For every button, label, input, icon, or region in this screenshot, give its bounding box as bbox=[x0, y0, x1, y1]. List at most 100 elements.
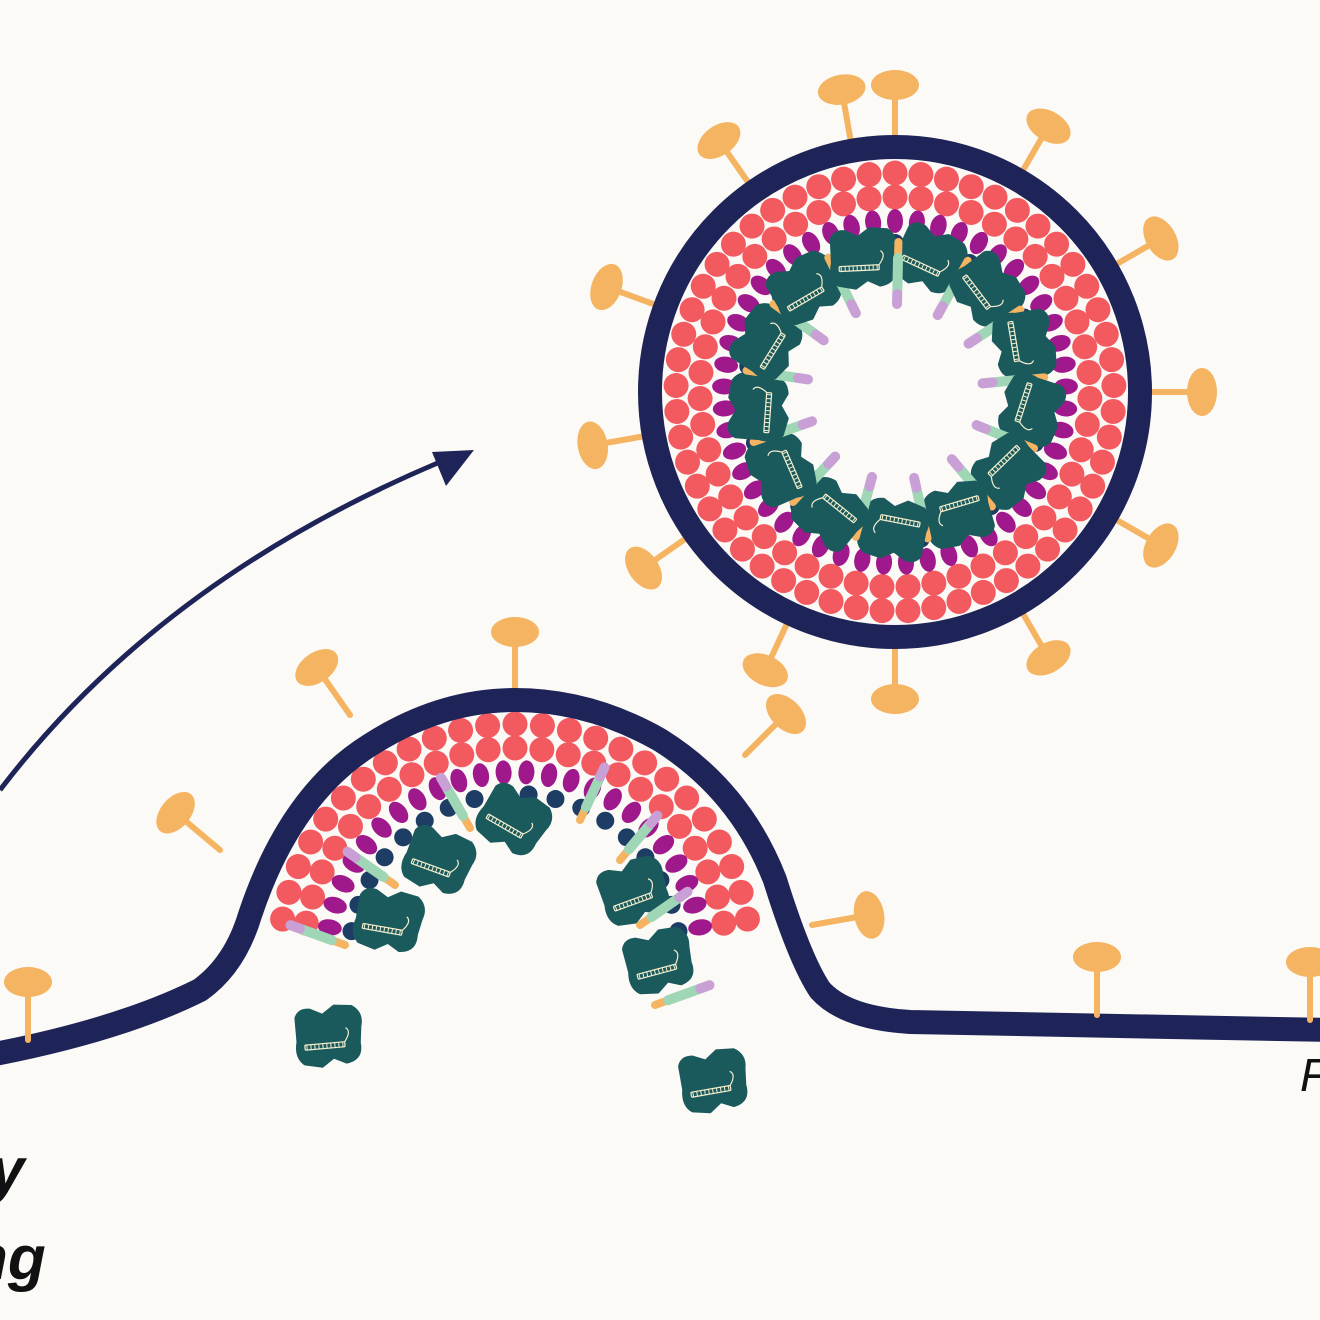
outer-layer-bead bbox=[690, 273, 716, 299]
ribosome-complex-icon bbox=[827, 225, 900, 292]
linker-segment bbox=[645, 810, 663, 829]
inner-layer-bead bbox=[388, 801, 409, 824]
inner-layer-bead bbox=[960, 534, 979, 558]
outer-layer-bead bbox=[700, 309, 726, 335]
outer-layer-bead bbox=[760, 197, 786, 223]
inner-layer-bead bbox=[518, 760, 535, 785]
inner-layer-bead bbox=[727, 314, 751, 332]
outer-layer-bead bbox=[1074, 273, 1100, 299]
outer-layer-bead bbox=[421, 725, 447, 751]
inner-layer-bead bbox=[1030, 294, 1053, 313]
linker-segment bbox=[846, 299, 861, 319]
outer-layer-bead bbox=[687, 386, 713, 412]
outer-layer-bead bbox=[1101, 373, 1127, 399]
outer-layer-bead bbox=[843, 570, 869, 596]
outer-layer-bead bbox=[449, 742, 475, 768]
outer-layer-bead bbox=[1059, 461, 1085, 487]
linker-segment bbox=[793, 372, 813, 385]
inner-layer-bead bbox=[675, 875, 699, 893]
outer-layer-bead bbox=[1072, 334, 1098, 360]
linker-segment bbox=[663, 984, 704, 1006]
inner-layer-bead bbox=[621, 801, 642, 824]
outer-layer-bead bbox=[555, 742, 581, 768]
inner-layer-bead bbox=[450, 768, 468, 793]
spike-protein-icon bbox=[1286, 947, 1320, 1020]
outer-layer-bead bbox=[300, 884, 326, 910]
outer-layer-bead bbox=[725, 263, 751, 289]
linker-segment bbox=[580, 773, 605, 813]
ribosome-complex-icon bbox=[724, 370, 793, 444]
inner-layer-bead bbox=[1003, 258, 1025, 280]
spike-protein-icon bbox=[288, 641, 369, 728]
outer-layer-bead bbox=[718, 484, 744, 510]
inner-layer-bead bbox=[774, 511, 795, 533]
outer-layer-bead bbox=[399, 762, 425, 788]
outer-layer-bead bbox=[502, 735, 528, 761]
outer-layer-bead bbox=[970, 553, 996, 579]
outer-layer-bead bbox=[675, 449, 701, 475]
inner-layer-bead bbox=[683, 896, 707, 914]
outer-layer-bead bbox=[882, 160, 908, 186]
linker-segment bbox=[623, 819, 655, 855]
outer-layer-bead bbox=[704, 884, 730, 910]
linker-segment bbox=[963, 333, 982, 349]
linker-segment bbox=[823, 451, 841, 469]
outer-layer-bead bbox=[751, 524, 777, 550]
label-left-line-1: y bbox=[0, 1140, 24, 1202]
inner-layer-bead bbox=[355, 835, 378, 855]
outer-layer-bead bbox=[1060, 251, 1086, 277]
outer-layer-bead bbox=[921, 570, 947, 596]
outer-layer-bead bbox=[674, 785, 700, 811]
outer-layer-bead bbox=[692, 334, 718, 360]
inner-layer-bead bbox=[969, 231, 989, 255]
linker-segment bbox=[285, 920, 305, 934]
inner-layer-bead bbox=[652, 835, 675, 855]
outer-layer-bead bbox=[982, 184, 1008, 210]
inner-layer-bead bbox=[540, 763, 558, 787]
ribosome-complex-icon bbox=[291, 1001, 367, 1071]
outer-layer-bead bbox=[742, 243, 768, 269]
outer-layer-bead bbox=[285, 854, 311, 880]
outer-layer-bead bbox=[1068, 437, 1094, 463]
outer-layer-bead bbox=[711, 910, 737, 936]
spike-protein-icon bbox=[1144, 368, 1217, 416]
linker-segment bbox=[946, 454, 964, 472]
outer-layer-bead bbox=[684, 473, 710, 499]
outer-layer-bead bbox=[869, 574, 895, 600]
dot-layer-bead bbox=[375, 848, 394, 867]
outer-layer-bead bbox=[337, 813, 363, 839]
outer-layer-bead bbox=[691, 806, 717, 832]
linker-segment bbox=[892, 253, 904, 298]
label-right-fragment: F bbox=[1300, 1052, 1320, 1098]
outer-layer-bead bbox=[298, 829, 324, 855]
linker-segment bbox=[595, 762, 610, 782]
budding-virus bbox=[149, 617, 888, 1119]
outer-layer-bead bbox=[794, 579, 820, 605]
outer-layer-bead bbox=[981, 211, 1007, 237]
outer-layer-bead bbox=[921, 595, 947, 621]
outer-layer-bead bbox=[869, 598, 895, 624]
outer-layer-bead bbox=[1099, 347, 1125, 373]
outer-layer-bead bbox=[704, 251, 730, 277]
inner-layer-bead bbox=[1024, 480, 1047, 500]
outer-layer-bead bbox=[771, 568, 797, 594]
dot-layer-bead bbox=[546, 790, 565, 809]
outer-layer-bead bbox=[1096, 424, 1122, 450]
outer-layer-bead bbox=[1085, 297, 1111, 323]
inner-layer-bead bbox=[603, 788, 622, 811]
outer-layer-bead bbox=[330, 785, 356, 811]
outer-layer-bead bbox=[729, 536, 755, 562]
linker-segment bbox=[695, 980, 715, 994]
outer-layer-bead bbox=[1031, 505, 1057, 531]
outer-layer-bead bbox=[276, 879, 302, 905]
arrow-icon bbox=[0, 459, 441, 792]
ribosome-complex-icon bbox=[591, 849, 678, 933]
dot-layer-bead bbox=[596, 811, 615, 830]
dot-layer-bead bbox=[465, 790, 484, 809]
outer-layer-bead bbox=[895, 598, 921, 624]
outer-layer-bead bbox=[309, 859, 335, 885]
linker-segment bbox=[352, 853, 389, 882]
outer-layer-bead bbox=[831, 166, 857, 192]
outer-layer-bead bbox=[1039, 263, 1065, 289]
